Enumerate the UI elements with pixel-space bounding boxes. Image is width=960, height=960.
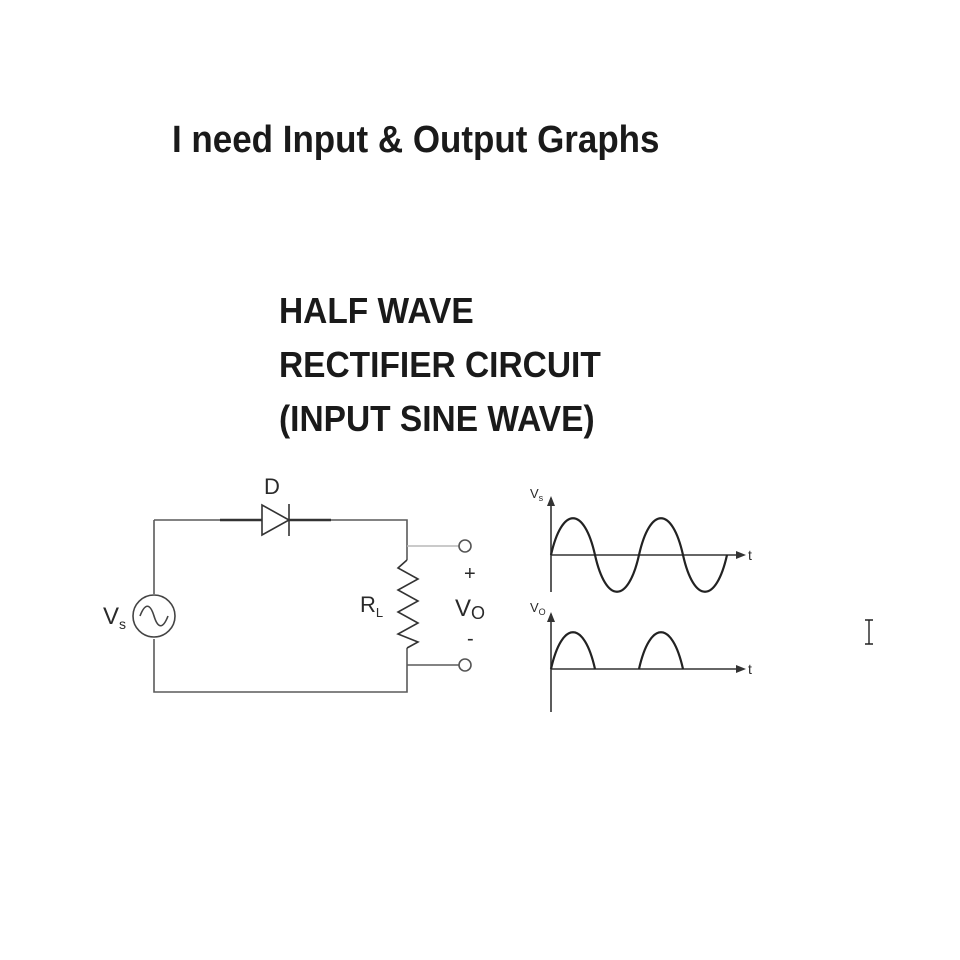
- source-label-sub: s: [119, 616, 126, 632]
- output-graph-x-arrow: [736, 665, 746, 673]
- resistor-label-main: R: [360, 592, 376, 617]
- circuit-title: HALF WAVE RECTIFIER CIRCUIT (INPUT SINE …: [279, 284, 601, 446]
- circuit-title-line-2: RECTIFIER CIRCUIT: [279, 344, 601, 385]
- output-graph-x-label: t: [748, 661, 752, 677]
- output-half-wave-2: [637, 631, 685, 670]
- output-graph-y-label-main: V: [530, 600, 539, 615]
- page-heading: I need Input & Output Graphs: [172, 119, 660, 161]
- output-label: VO: [455, 595, 485, 623]
- minus-sign: -: [467, 628, 474, 650]
- output-graph-y-label: VO: [530, 600, 546, 617]
- input-graph-y-label: Vs: [530, 486, 544, 503]
- circuit-title-line-3: (INPUT SINE WAVE): [279, 398, 595, 439]
- input-graph: Vs t: [530, 486, 752, 593]
- output-label-main: V: [455, 595, 471, 622]
- input-graph-y-arrow: [547, 496, 555, 506]
- output-graph-y-label-sub: O: [539, 607, 546, 617]
- output-graph-y-arrow: [547, 612, 555, 622]
- circuit-schematic: [153, 519, 459, 693]
- output-terminal-top: [458, 539, 472, 553]
- wire-left-lower: [153, 639, 408, 693]
- source-label-main: V: [103, 603, 119, 630]
- input-graph-y-label-sub: s: [539, 493, 544, 503]
- circuit-title-line-1: HALF WAVE: [279, 290, 474, 331]
- wire-top-right: [289, 519, 408, 560]
- output-graph: VO t: [530, 600, 752, 712]
- source-label: Vs: [103, 603, 126, 632]
- input-graph-y-label-main: V: [530, 486, 539, 501]
- input-graph-x-arrow: [736, 551, 746, 559]
- ac-source-icon: [132, 594, 176, 638]
- resistor-icon: [396, 559, 420, 649]
- output-label-sub: O: [471, 603, 485, 623]
- resistor-label: RL: [360, 592, 383, 620]
- plus-sign: +: [464, 563, 476, 585]
- output-half-wave-1: [549, 631, 597, 670]
- diode-icon: [220, 503, 331, 537]
- diode-label: D: [264, 474, 280, 499]
- output-terminal-bottom: [458, 658, 472, 672]
- resistor-label-sub: L: [376, 605, 383, 620]
- input-graph-x-label: t: [748, 547, 752, 563]
- input-sine-wave: [549, 517, 729, 593]
- text-cursor-icon: [865, 619, 873, 645]
